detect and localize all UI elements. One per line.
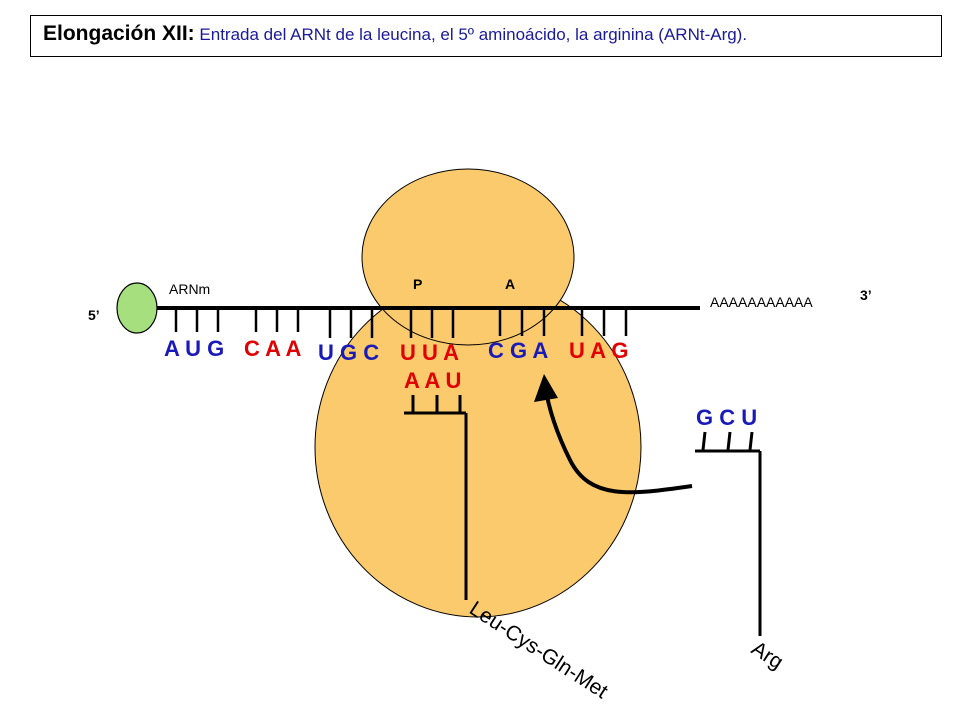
codon-2: C A A (244, 336, 302, 361)
title-heading: Elongación XII: (43, 22, 195, 45)
five-prime-label: 5’ (88, 307, 100, 323)
incoming-amino-acid: Arg (747, 637, 787, 674)
entry-arrow (543, 384, 693, 495)
incoming-trna-body (695, 431, 762, 636)
peptide-chain: Leu-Cys-Gln-Met (465, 597, 612, 703)
codon-3: U G C (318, 340, 379, 365)
a-site-label: A (505, 276, 515, 292)
codon-5: C G A (488, 338, 548, 363)
title-description: Entrada del ARNt de la leucina, el 5º am… (194, 25, 748, 44)
codon-4: U U A (400, 340, 459, 365)
codon-1: A U G (164, 336, 224, 361)
three-prime-label: 3’ (860, 287, 872, 303)
ribosome-small-subunit (361, 168, 575, 346)
poly-a-tail: AAAAAAAAAAA (710, 294, 813, 310)
p-trna-body (404, 395, 468, 600)
mrna-label: ARNm (169, 281, 210, 297)
five-prime-cap (116, 282, 158, 334)
title-box: Elongación XII: Entrada del ARNt de la l… (30, 15, 942, 57)
codon-6: U A G (569, 338, 628, 363)
p-trna-anticodon: A A U (404, 368, 461, 393)
nucleotide-ticks (174, 308, 628, 338)
entry-arrowhead (534, 374, 558, 402)
p-site-label: P (413, 276, 422, 292)
incoming-trna-anticodon: G C U (696, 405, 757, 430)
